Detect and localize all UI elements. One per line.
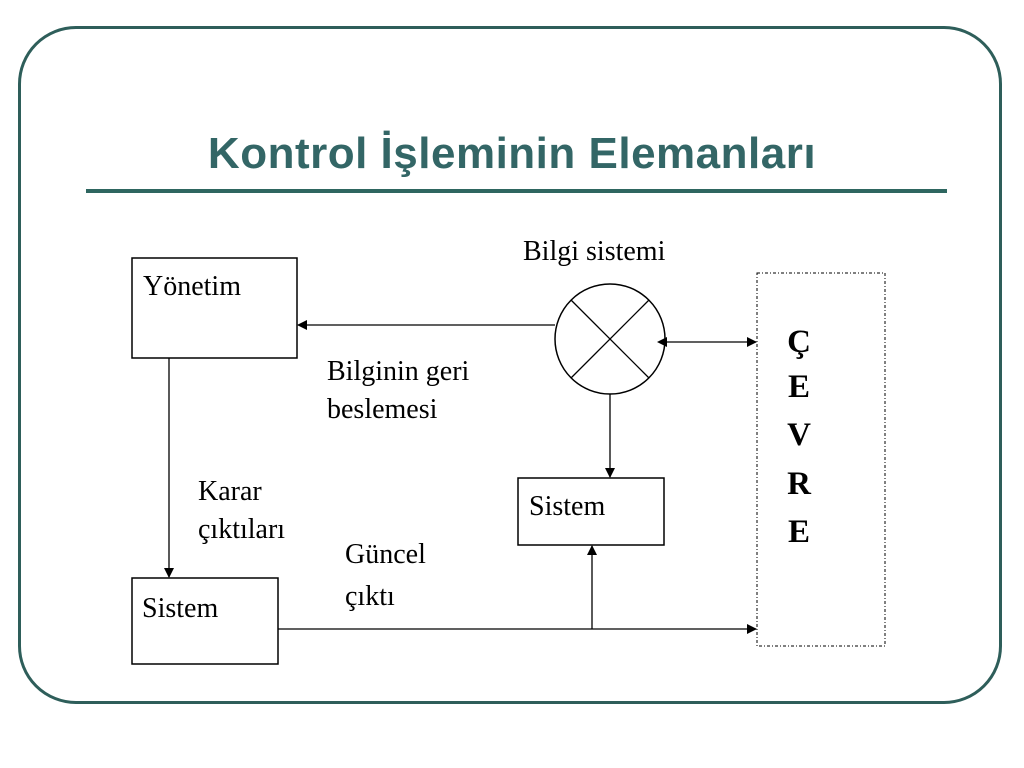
environment-letter: R	[787, 466, 812, 502]
system-bottom-box	[131, 577, 279, 665]
slide-frame	[18, 26, 1002, 704]
output-label-line2: çıktı	[345, 581, 395, 612]
feedback-label-line1: Bilginin geri	[327, 356, 470, 387]
management-label: Yönetim	[143, 271, 241, 302]
feedback-label-line2: beslemesi	[327, 394, 438, 425]
environment-letter: V	[787, 417, 811, 453]
decision-label-line2: çıktıları	[198, 514, 285, 545]
environment-letter: E	[788, 514, 810, 550]
environment-letter: Ç	[787, 324, 811, 360]
decision-label-line1: Karar	[198, 476, 262, 507]
environment-label: Ç E V R E	[787, 324, 812, 550]
system-right-label: Sistem	[529, 491, 605, 522]
info-system-label: Bilgi sistemi	[523, 236, 666, 267]
management-box	[131, 257, 298, 359]
environment-letter: E	[788, 369, 810, 405]
environment-box	[756, 272, 886, 647]
output-label-line1: Güncel	[345, 539, 426, 570]
info-system-node	[554, 283, 666, 395]
page-title: Kontrol İşleminin Elemanları	[207, 129, 817, 178]
title-underline	[86, 189, 947, 193]
system-bottom-label: Sistem	[142, 593, 218, 624]
